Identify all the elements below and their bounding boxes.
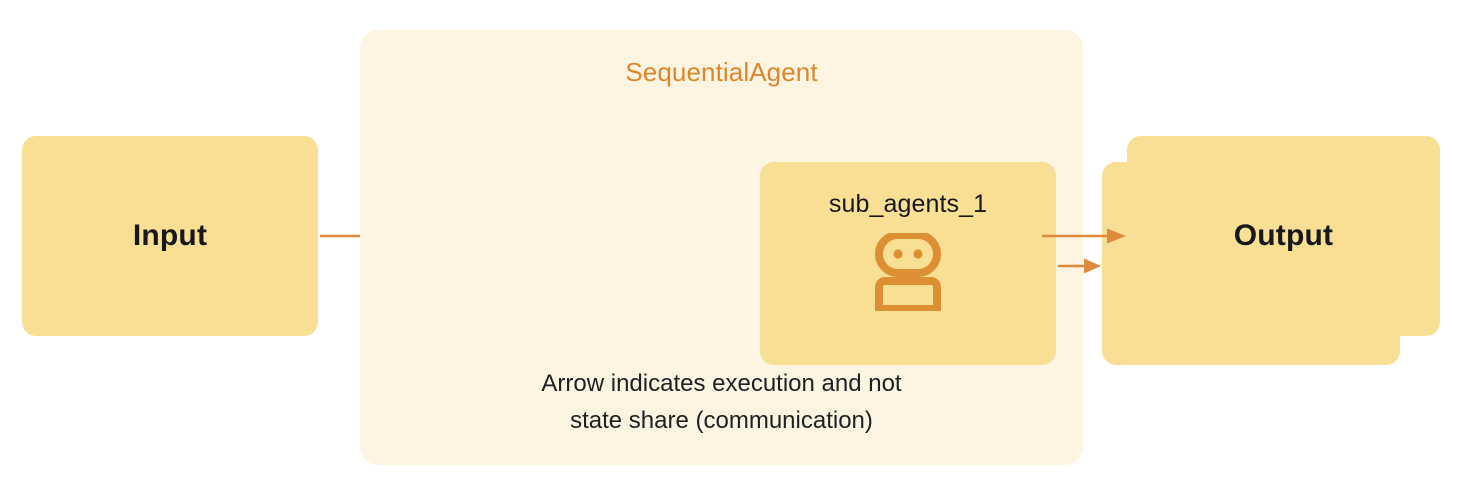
- arrow-agent2-to-output: [1042, 225, 1127, 247]
- arrow-agent1-to-agent2: [1058, 255, 1102, 277]
- output-node: Output: [1127, 136, 1440, 336]
- robot-icon: [875, 233, 941, 311]
- input-node-label: Input: [132, 219, 208, 252]
- output-node-label: Output: [1233, 219, 1334, 252]
- caption-line-2: state share (communication): [570, 407, 873, 434]
- caption-line-1: Arrow indicates execution and not: [541, 370, 902, 397]
- sub-agent-label-1: sub_agents_1: [828, 190, 988, 218]
- sequential-agent-title: SequentialAgent: [625, 57, 818, 87]
- sequential-agent-caption: Arrow indicates execution and not state …: [360, 365, 1083, 439]
- sequential-agent-container: SequentialAgent sub_agents_1 sub_age: [360, 30, 1400, 465]
- arrow-icon: [1058, 258, 1101, 274]
- sub-agent-node-1: sub_agents_1: [760, 162, 1056, 365]
- input-node: Input: [22, 136, 318, 336]
- arrow-icon: [1042, 228, 1126, 244]
